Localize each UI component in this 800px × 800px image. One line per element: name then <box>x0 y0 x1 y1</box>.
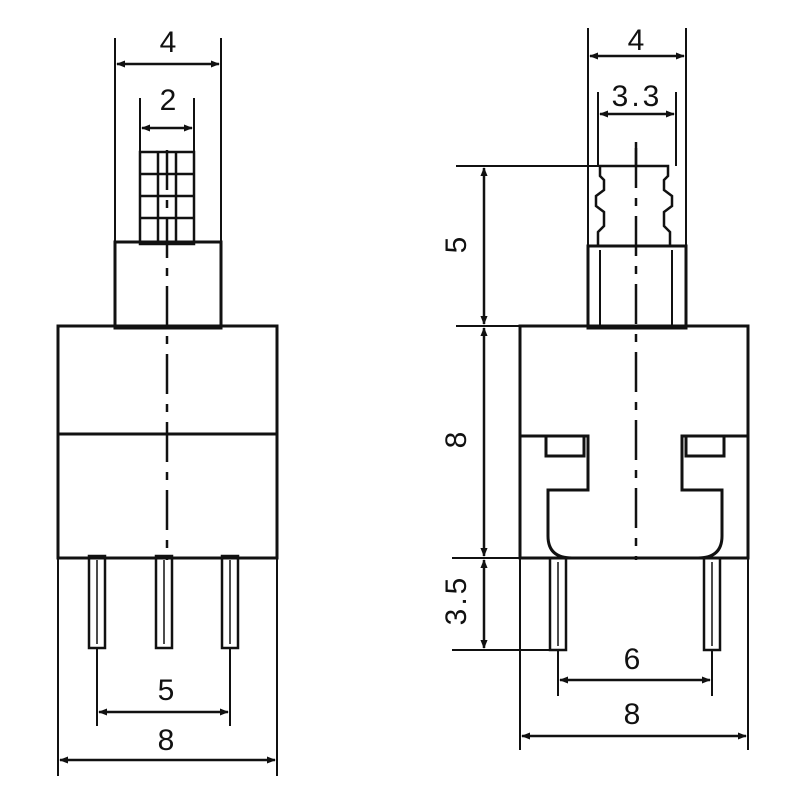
side-actuator-inner-width-label: 3.3 <box>612 80 663 113</box>
front-actuator-inner-width-label: 2 <box>160 84 177 117</box>
front-body-width-label: 8 <box>158 724 175 757</box>
front-view <box>56 38 279 776</box>
front-extension-lines <box>57 38 278 776</box>
side-pins <box>548 556 722 652</box>
side-actuator-width-label: 4 <box>628 24 645 57</box>
front-pins <box>87 554 240 650</box>
front-actuator-width-label: 4 <box>160 26 177 59</box>
side-body-width-label: 8 <box>624 698 641 731</box>
side-view <box>452 28 750 750</box>
side-pin-length-label: 3.5 <box>440 575 473 626</box>
side-extension-lines <box>452 28 749 750</box>
side-actuator-height-label: 5 <box>440 237 473 254</box>
front-pin-spacing-label: 5 <box>158 674 175 707</box>
side-pin-spacing-label: 6 <box>624 643 641 676</box>
front-dimension-lines <box>59 60 276 764</box>
side-body-height-label: 8 <box>440 432 473 449</box>
side-dimension-lines <box>480 52 747 740</box>
side-housing <box>518 324 750 560</box>
